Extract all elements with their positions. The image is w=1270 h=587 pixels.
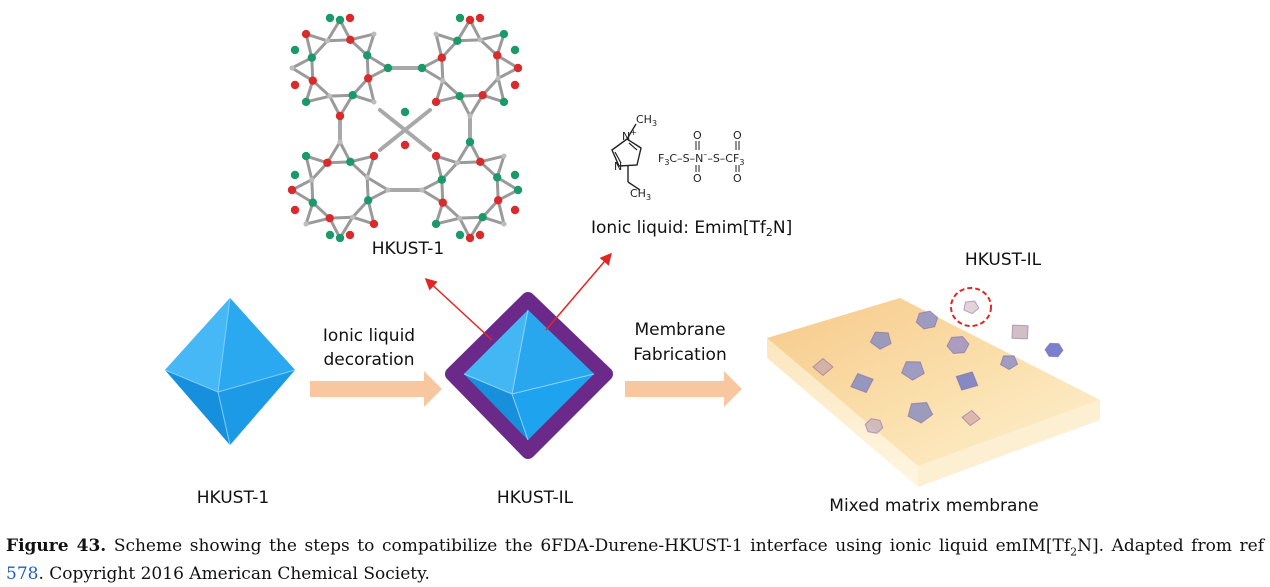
hkust1-framework-structure (287, 13, 523, 243)
svg-text:O: O (733, 172, 742, 185)
scheme-diagram: CH3 N+ N CH3 F3C–S–N––S–CF3 O O O O (164, 13, 1100, 487)
figure-caption: Figure 43. Scheme showing the steps to c… (6, 536, 1265, 585)
reference-link[interactable]: 578 (6, 564, 39, 585)
step1-label-line2: decoration (323, 350, 415, 370)
hkust-il-bottom-label: HKUST-IL (496, 488, 574, 508)
mixed-matrix-membrane (767, 287, 1100, 487)
svg-text:O: O (733, 129, 742, 142)
step2-label-line2: Fabrication (633, 345, 727, 365)
hkust1-top-label: HKUST-1 (371, 239, 445, 259)
figure-label: Figure 43. (6, 536, 107, 556)
hkust-il-top-label: HKUST-IL (964, 250, 1042, 270)
hkust1-bottom-label: HKUST-1 (196, 488, 270, 508)
ch3-top-label: CH3 (636, 113, 657, 128)
svg-text:O: O (693, 172, 702, 185)
ionic-liquid-label: Ionic liquid: Emim[Tf2N] (591, 218, 793, 239)
ch3-bottom-label: CH3 (630, 187, 651, 202)
n-label: N (614, 160, 622, 173)
anion-formula: F3C–S–N––S–CF3 (658, 150, 744, 167)
hkust-il-crystal (445, 292, 613, 459)
arrow-membrane-fabrication (625, 371, 742, 407)
hkust1-crystal (164, 297, 296, 446)
emim-tf2n-structure: CH3 N+ N CH3 F3C–S–N––S–CF3 O O O O (611, 113, 744, 202)
svg-text:O: O (693, 129, 702, 142)
mmm-label: Mixed matrix membrane (829, 496, 1039, 516)
pointer-to-ionic-liquid (545, 252, 612, 331)
step1-label-line1: Ionic liquid (322, 326, 416, 346)
n-plus-label: N+ (622, 128, 637, 143)
step2-label-line1: Membrane (634, 320, 726, 340)
highlight-circle (950, 287, 992, 327)
pointer-to-hkust1 (424, 277, 493, 341)
arrow-ionic-liquid-decoration (310, 371, 442, 407)
